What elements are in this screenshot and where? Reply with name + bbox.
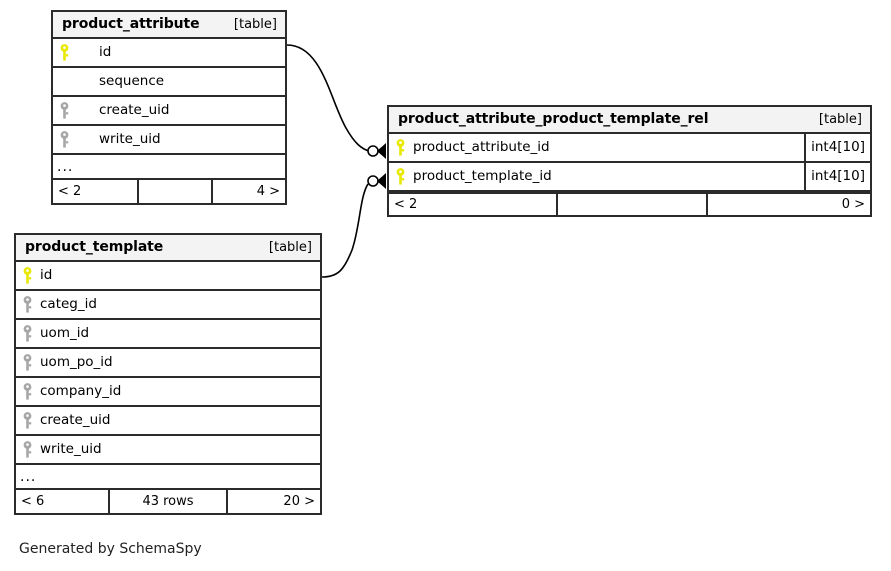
column-name: uom_po_id	[40, 355, 113, 370]
column-row[interactable]: uom_po_id	[16, 349, 320, 378]
column-name: categ_id	[40, 297, 97, 312]
column-row[interactable]: product_template_id int4[10]	[389, 163, 870, 192]
table-type-tag: [table]	[268, 239, 312, 255]
foreign-key-icon	[16, 296, 38, 313]
footer-parent-count[interactable]: < 6	[16, 490, 110, 513]
relationship-product-template	[321, 173, 386, 278]
column-row[interactable]: categ_id	[16, 291, 320, 320]
table-header: product_template [table]	[16, 235, 320, 262]
foreign-key-icon	[16, 441, 38, 458]
column-row[interactable]: uom_id	[16, 320, 320, 349]
table-type-tag: [table]	[233, 16, 277, 32]
cardinality-many-arrow	[377, 143, 386, 159]
more-columns-indicator: ...	[53, 155, 285, 180]
column-name: product_template_id	[413, 169, 552, 184]
footer-child-count[interactable]: 4 >	[256, 184, 280, 199]
footer-parent-count[interactable]: < 2	[389, 194, 558, 215]
column-name: product_attribute_id	[413, 140, 550, 155]
primary-key-icon	[389, 139, 411, 156]
footer-row-count: 43 rows	[110, 490, 228, 513]
column-type: int4[10]	[804, 134, 870, 161]
column-name: write_uid	[99, 132, 161, 147]
table-product-template[interactable]: product_template [table] id categ_id	[14, 233, 322, 515]
foreign-key-icon	[53, 131, 75, 148]
table-footer: < 2 4 >	[53, 180, 285, 203]
table-name: product_template	[25, 239, 164, 255]
column-row[interactable]: create_uid	[53, 97, 285, 126]
primary-key-icon	[389, 168, 411, 185]
cardinality-many-arrow	[377, 173, 386, 189]
column-name: sequence	[99, 74, 165, 89]
column-name: id	[40, 268, 53, 283]
footer-parent-count[interactable]: < 2	[53, 180, 139, 203]
table-product-attribute[interactable]: product_attribute [table] id sequence	[51, 10, 287, 205]
column-row[interactable]: company_id	[16, 378, 320, 407]
cardinality-zero-circle	[367, 145, 379, 157]
column-type: int4[10]	[804, 163, 870, 190]
cardinality-zero-circle	[367, 175, 379, 187]
table-header: product_attribute [table]	[53, 12, 285, 39]
primary-key-icon	[16, 267, 38, 284]
table-name: product_attribute	[62, 16, 200, 32]
column-name: uom_id	[40, 326, 90, 341]
column-row[interactable]: product_attribute_id int4[10]	[389, 134, 870, 163]
table-type-tag: [table]	[818, 111, 862, 127]
table-footer: < 6 43 rows 20 >	[16, 490, 320, 513]
more-columns-indicator: ...	[16, 465, 320, 490]
table-header: product_attribute_product_template_rel […	[389, 107, 870, 134]
relationship-product-attribute	[286, 44, 386, 159]
column-row[interactable]: id	[53, 39, 285, 68]
footer-child-count[interactable]: 20 >	[283, 494, 315, 509]
footer-row-count	[558, 194, 708, 215]
footer-row-count	[139, 180, 213, 203]
table-product-attribute-product-template-rel[interactable]: product_attribute_product_template_rel […	[387, 105, 872, 217]
column-name: create_uid	[40, 413, 111, 428]
foreign-key-icon	[16, 412, 38, 429]
column-row[interactable]: create_uid	[16, 407, 320, 436]
column-row[interactable]: write_uid	[16, 436, 320, 465]
column-name: write_uid	[40, 442, 102, 457]
foreign-key-icon	[53, 102, 75, 119]
column-name: company_id	[40, 384, 122, 399]
column-row[interactable]: sequence	[53, 68, 285, 97]
generated-by-caption: Generated by SchemaSpy	[19, 541, 202, 557]
column-name: create_uid	[99, 103, 170, 118]
table-name: product_attribute_product_template_rel	[398, 111, 709, 127]
foreign-key-icon	[16, 354, 38, 371]
primary-key-icon	[53, 44, 75, 61]
foreign-key-icon	[16, 325, 38, 342]
footer-child-count[interactable]: 0 >	[841, 197, 865, 212]
column-name: id	[99, 45, 112, 60]
column-row[interactable]: id	[16, 262, 320, 291]
foreign-key-icon	[16, 383, 38, 400]
column-row[interactable]: write_uid	[53, 126, 285, 155]
table-footer: < 2 0 >	[389, 192, 870, 215]
